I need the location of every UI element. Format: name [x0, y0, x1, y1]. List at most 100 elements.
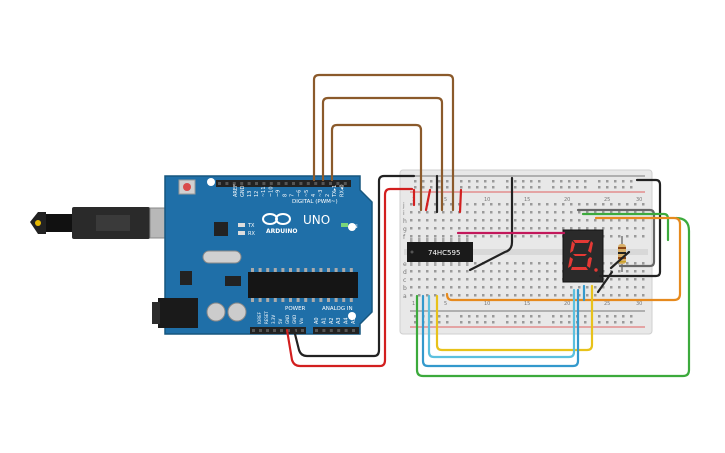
rail-hole [552, 315, 555, 318]
rail-hole [560, 315, 563, 318]
seven-segment-display[interactable] [562, 229, 604, 283]
breadboard-hole [498, 227, 501, 230]
digital-header[interactable] [216, 180, 351, 187]
pin-label-digital: 8 [283, 194, 289, 197]
rail-hole [606, 180, 609, 183]
pin-label-digital: ~3 [318, 190, 324, 197]
rail-hole [506, 315, 509, 318]
wire-brown-1[interactable] [312, 73, 455, 212]
breadboard-hole [562, 227, 565, 230]
pin-label-analog: A4 [344, 317, 350, 324]
breadboard-hole [634, 219, 637, 222]
breadboard-hole [618, 203, 621, 206]
wire-gray-right[interactable] [576, 208, 656, 268]
wire-brown-3[interactable] [330, 123, 423, 212]
chip-pin [319, 298, 323, 302]
breadboard-hole [538, 278, 541, 281]
wire-black-long[interactable] [468, 176, 514, 272]
wire-black-diag[interactable] [609, 250, 631, 270]
wire-green-long[interactable] [415, 216, 691, 378]
breadboard-hole [618, 286, 621, 289]
wire-cyan[interactable] [427, 288, 576, 359]
breadboard-hole [450, 219, 453, 222]
breadboard-hole [490, 203, 493, 206]
mount-hole [348, 312, 356, 320]
header-hole [299, 182, 303, 185]
wire-red-jumper[interactable] [458, 188, 463, 214]
breadboard-hole [506, 286, 509, 289]
breadboard-hole [610, 286, 613, 289]
wire-yellow[interactable] [435, 284, 594, 352]
wire-red-5v[interactable] [285, 187, 414, 368]
reset-button-icon [183, 183, 191, 191]
chip-pin [442, 262, 445, 266]
rail-hole [576, 186, 579, 189]
breadboard-hole [602, 203, 605, 206]
breadboard-hole [626, 219, 629, 222]
column-numbers: 1 5 10 15 20 25 30 1 5 10 15 20 25 30 [412, 197, 642, 307]
breadboard-hole [554, 286, 557, 289]
breadboard-hole [562, 203, 565, 206]
rail-hole [430, 315, 433, 318]
chip-pin [426, 238, 429, 242]
chip-pin [327, 298, 330, 302]
header-hole [262, 182, 266, 185]
rail-hole [622, 315, 625, 318]
breadboard-hole [442, 227, 445, 230]
rail-hole [630, 315, 633, 318]
usb-plug-icon [30, 207, 173, 239]
breadboard-hole [602, 227, 605, 230]
chip-pin [289, 298, 292, 302]
rail-hole [622, 321, 625, 324]
svg-text:20: 20 [564, 197, 570, 203]
breadboard-hole [434, 278, 437, 281]
breadboard-hole [498, 211, 501, 214]
breadboard-hole [602, 219, 605, 222]
rail-hole [614, 180, 617, 183]
wire-black-right[interactable] [598, 178, 662, 278]
wires[interactable] [285, 73, 691, 378]
shift-register-chip[interactable]: 74HC595 [407, 238, 473, 266]
breadboard-hole [514, 294, 517, 297]
power-header[interactable] [250, 327, 306, 334]
rail-hole [522, 315, 525, 318]
reset-button[interactable] [178, 179, 196, 195]
mount-hole [207, 178, 215, 186]
wire-black-gnd[interactable] [292, 174, 416, 358]
pin-label-digital: RX◂0 [339, 184, 345, 197]
dc-jack-icon [152, 298, 198, 328]
rail-hole [446, 180, 449, 183]
breadboard-hole [538, 286, 541, 289]
breadboard-hole [546, 278, 549, 281]
rail-hole [422, 180, 425, 183]
breadboard-hole [594, 219, 597, 222]
breadboard-hole [506, 270, 509, 273]
svg-text:1: 1 [412, 301, 415, 307]
breadboard-hole [426, 286, 429, 289]
wire-red-jumper[interactable] [424, 188, 432, 212]
breadboard-hole [466, 270, 469, 273]
svg-text:25: 25 [604, 301, 610, 307]
breadboard-hole [618, 227, 621, 230]
breadboard-hole [410, 270, 413, 273]
wire-black-diag[interactable] [596, 270, 614, 294]
rail-hole [584, 315, 587, 318]
breadboard-hole [634, 294, 637, 297]
rail-hole [430, 186, 433, 189]
seven-segment-icon [568, 240, 598, 272]
wire-orange[interactable] [445, 216, 682, 302]
breadboard-hole [466, 211, 469, 214]
breadboard-hole [554, 270, 557, 273]
breadboard-hole [410, 286, 413, 289]
breadboard-hole [554, 278, 557, 281]
analog-header[interactable] [313, 327, 359, 334]
wire-brown-2[interactable] [321, 96, 444, 212]
rail-hole [538, 315, 541, 318]
breadboard-hole [570, 294, 573, 297]
wire-blue[interactable] [421, 288, 580, 368]
breadboard-hole [490, 278, 493, 281]
breadboard-hole [618, 219, 621, 222]
breadboard-hole [522, 203, 525, 206]
breadboard-hole [610, 203, 613, 206]
